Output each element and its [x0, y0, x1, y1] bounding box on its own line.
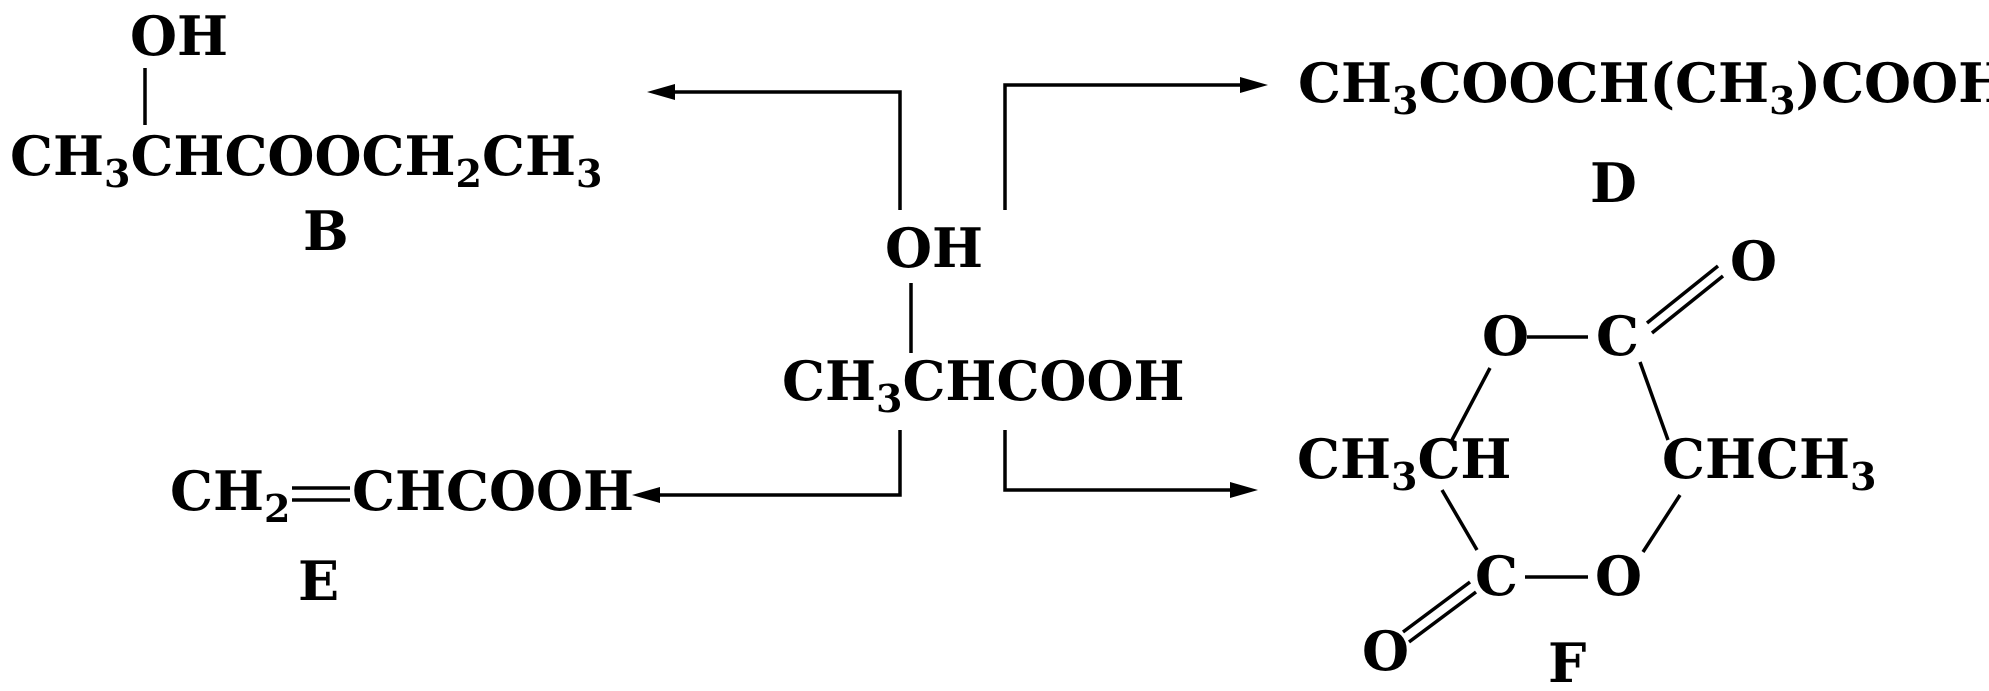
e-formula-rest: CHCOOH: [352, 459, 634, 523]
reaction-arrows: [632, 77, 1268, 503]
arrow-to-f: [1003, 430, 1245, 492]
f-bond-ch-c-bottom: [1440, 489, 1479, 551]
f-ring-o-bottom: O: [1595, 544, 1642, 608]
d-label: D: [1590, 151, 1637, 215]
e-formula: CH2: [170, 459, 290, 531]
f-carbon-top: C: [1596, 304, 1639, 368]
center-formula: CH3CHCOOH: [782, 349, 1185, 421]
arrow-to-b-head: [647, 84, 675, 100]
f-ring-o-top: O: [1482, 304, 1529, 368]
arrow-to-d: [1003, 83, 1255, 210]
f-carbon-bottom: C: [1475, 544, 1518, 608]
center-molecule: OH CH3CHCOOH: [782, 216, 1185, 421]
f-left-group: CH3CH: [1297, 427, 1511, 499]
f-double-bond-top-2: [1650, 274, 1725, 335]
b-formula: CH3CHCOOCH2CH3: [10, 124, 602, 196]
f-carbonyl-o-top: O: [1730, 229, 1777, 293]
arrow-to-d-head: [1240, 77, 1268, 93]
f-bond-chch3-o: [1641, 494, 1682, 553]
compound-b: OH CH3CHCOOCH2CH3 B: [10, 4, 602, 263]
arrow-to-f-head: [1230, 482, 1258, 498]
arrow-to-e: [645, 430, 902, 497]
arrow-to-b: [660, 90, 902, 210]
f-bond-ch-o-top: [1450, 367, 1492, 441]
f-carbonyl-o-bottom: O: [1362, 619, 1409, 683]
e-label: E: [298, 549, 339, 613]
f-label: F: [1548, 631, 1586, 691]
f-double-bond-top-1: [1645, 264, 1720, 325]
arrow-to-e-head: [632, 487, 660, 503]
f-bond-c-chch3: [1638, 361, 1670, 441]
compound-d: CH3COOCH(CH3)COOH D: [1298, 51, 1989, 215]
center-oh-label: OH: [885, 216, 983, 280]
compound-f: O O C CH3CH CHCH3 C O O F: [1297, 229, 1876, 691]
f-double-bond-bottom-2: [1401, 580, 1472, 634]
b-oh-label: OH: [130, 4, 228, 68]
f-double-bond-bottom-1: [1407, 590, 1478, 644]
b-label: B: [303, 199, 349, 263]
compound-e: CH2 CHCOOH E: [170, 459, 634, 613]
f-right-group: CHCH3: [1662, 427, 1876, 499]
d-formula: CH3COOCH(CH3)COOH: [1298, 51, 1989, 123]
